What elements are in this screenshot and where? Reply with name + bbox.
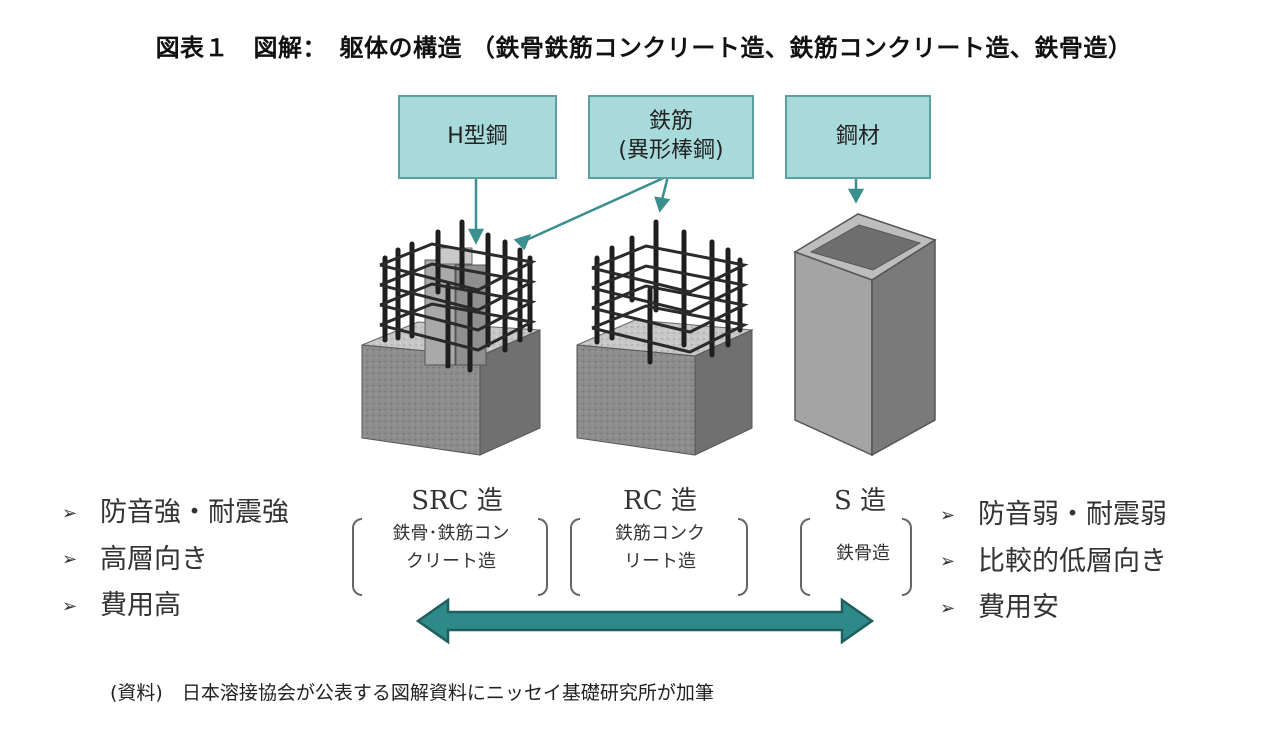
bullet-arrow-icon: ➢ bbox=[62, 595, 78, 617]
callout-h-steel: H型鋼 bbox=[398, 95, 557, 179]
source-note: (資料) 日本溶接協会が公表する図解資料にニッセイ基礎研究所が加筆 bbox=[110, 682, 714, 704]
rc-subcaption-line2: リート造 bbox=[624, 550, 696, 572]
s-column-illustration bbox=[793, 213, 937, 457]
src-subcaption: 鉄骨･鉄筋コン クリート造 bbox=[362, 520, 540, 576]
callout-rebar-line2: (異形棒鋼) bbox=[618, 138, 724, 163]
list-item: ➢費用高 bbox=[62, 583, 289, 630]
s-bracket-right bbox=[902, 518, 912, 596]
src-subcaption-line2: クリート造 bbox=[406, 550, 496, 572]
s-subcaption: 鉄骨造 bbox=[808, 540, 918, 568]
s-subcaption-line1: 鉄骨造 bbox=[836, 543, 890, 564]
s-label: S 造 bbox=[833, 486, 887, 516]
s-bracket-left bbox=[800, 518, 810, 596]
rc-bracket-right bbox=[738, 518, 748, 596]
bullet-arrow-icon: ➢ bbox=[62, 549, 78, 570]
list-item: ➢比較的低層向き bbox=[940, 539, 1167, 586]
rc-subcaption-line1: 鉄筋コンク bbox=[615, 523, 705, 544]
list-item: ➢高層向き bbox=[62, 537, 289, 584]
rc-bracket-left bbox=[570, 518, 580, 596]
src-label: SRC 造 bbox=[411, 486, 503, 516]
rc-column-illustration bbox=[576, 219, 754, 456]
src-subcaption-line1: 鉄骨･鉄筋コン bbox=[392, 523, 510, 544]
callout-rebar: 鉄筋 (異形棒鋼) bbox=[588, 95, 754, 179]
bullet-arrow-icon: ➢ bbox=[940, 551, 956, 572]
rc-subcaption: 鉄筋コンク リート造 bbox=[580, 520, 740, 576]
right-feature-list: ➢防音弱・耐震弱 ➢比較的低層向き ➢費用安 bbox=[940, 492, 1167, 632]
src-bracket-left bbox=[352, 518, 362, 596]
src-bracket-right bbox=[538, 518, 548, 596]
list-item: ➢防音弱・耐震弱 bbox=[940, 492, 1167, 539]
bullet-arrow-icon: ➢ bbox=[940, 504, 956, 526]
comparison-double-arrow bbox=[415, 597, 875, 645]
bullet-arrow-icon: ➢ bbox=[62, 502, 78, 524]
callout-steel: 鋼材 bbox=[785, 95, 931, 179]
bullet-arrow-icon: ➢ bbox=[940, 597, 956, 619]
list-item: ➢防音強・耐震強 bbox=[62, 490, 289, 537]
callout-rebar-line1: 鉄筋 bbox=[648, 109, 693, 135]
left-feature-list: ➢防音強・耐震強 ➢高層向き ➢費用高 bbox=[62, 490, 289, 630]
src-column-illustration bbox=[361, 219, 541, 456]
list-item: ➢費用安 bbox=[940, 585, 1167, 632]
rc-label: RC 造 bbox=[623, 486, 697, 516]
figure-title: 図表１ 図解： 躯体の構造 （鉄骨鉄筋コンクリート造、鉄筋コンクリート造、鉄骨造… bbox=[155, 34, 1133, 62]
